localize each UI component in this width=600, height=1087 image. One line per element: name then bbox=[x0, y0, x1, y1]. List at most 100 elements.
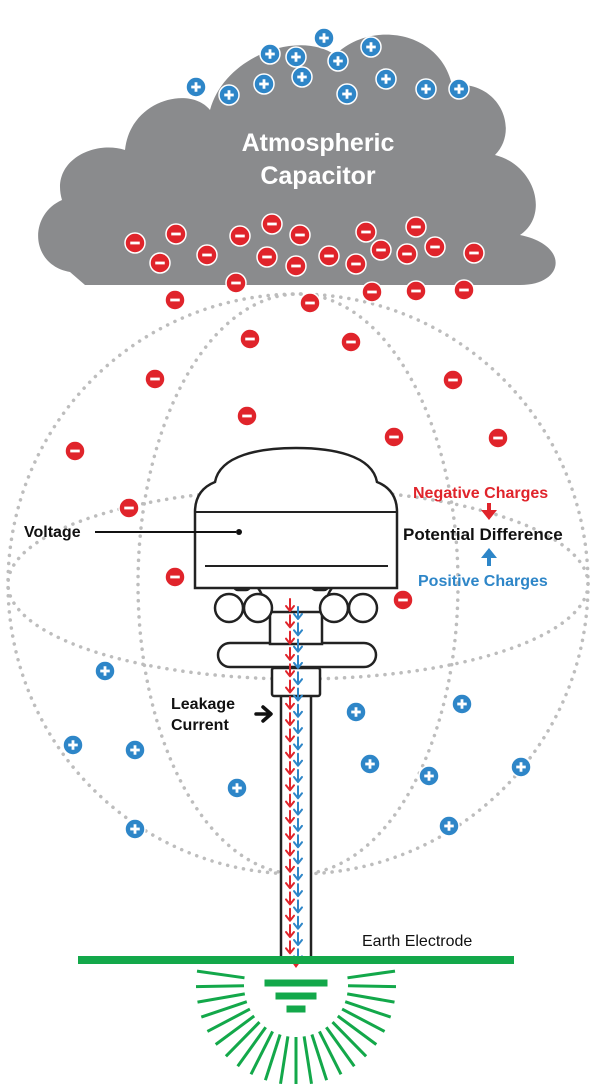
arrow-down-icon bbox=[285, 712, 295, 727]
earth-ray bbox=[195, 984, 245, 989]
positive-charge bbox=[336, 83, 358, 105]
voltage-label: Voltage bbox=[24, 524, 81, 541]
negative-charge bbox=[396, 243, 418, 265]
positive-charge bbox=[62, 734, 84, 756]
positive-charge bbox=[185, 76, 207, 98]
arrow-down-icon bbox=[293, 785, 303, 800]
arrow-down-icon bbox=[285, 858, 295, 873]
arrow-down-icon bbox=[293, 720, 303, 735]
negative-charge bbox=[165, 223, 187, 245]
labels: Voltage Negative Charges Potential Diffe… bbox=[24, 485, 563, 950]
leakage-label-line2: Current bbox=[171, 717, 229, 734]
arrow-down-icon bbox=[293, 606, 303, 620]
arrow-down-icon bbox=[285, 809, 295, 824]
arrow-down-icon bbox=[285, 598, 295, 612]
arrow-down-icon bbox=[293, 932, 303, 946]
earth-ray bbox=[236, 1026, 267, 1068]
positive-charge bbox=[451, 693, 473, 715]
earth-ray bbox=[214, 1014, 256, 1046]
arrow-down-icon bbox=[293, 687, 303, 702]
arrow-down-icon bbox=[293, 654, 303, 669]
negative-charge bbox=[318, 245, 340, 267]
negative-charge bbox=[370, 239, 392, 261]
arrow-up-icon bbox=[481, 548, 497, 566]
earth-ray bbox=[224, 1021, 261, 1058]
positive-charge bbox=[345, 701, 367, 723]
earth-ray bbox=[249, 1030, 274, 1075]
earth-electrode bbox=[78, 956, 514, 1085]
arrow-down-icon bbox=[293, 752, 303, 767]
ionizer-ball-left-outer bbox=[213, 592, 245, 624]
negative-charge bbox=[345, 253, 367, 275]
positive-charge bbox=[438, 815, 460, 837]
arrow-down-icon bbox=[293, 866, 303, 881]
positive-charge bbox=[359, 753, 381, 775]
arrow-down-icon bbox=[293, 622, 303, 637]
earth-ray bbox=[341, 1007, 386, 1033]
negative-charge bbox=[64, 440, 86, 462]
negative-charge bbox=[225, 272, 247, 294]
earth-ray bbox=[347, 984, 397, 989]
negative-charge bbox=[355, 221, 377, 243]
arrow-down-icon bbox=[285, 614, 295, 629]
positive-charge bbox=[285, 46, 307, 68]
earth-ray bbox=[206, 1007, 251, 1033]
earth-ray bbox=[302, 1036, 313, 1085]
positive-charge bbox=[510, 756, 532, 778]
earth-ray bbox=[347, 969, 396, 980]
arrow-right-icon bbox=[254, 705, 273, 723]
rod-shaft bbox=[279, 693, 313, 962]
negative-charge bbox=[149, 252, 171, 274]
arrow-down-icon bbox=[285, 728, 295, 743]
positive-charge bbox=[448, 78, 470, 100]
negative-charge bbox=[124, 232, 146, 254]
earth-rays bbox=[195, 969, 397, 1085]
negative-charge bbox=[236, 405, 258, 427]
positive-charge bbox=[375, 68, 397, 90]
negative-charge bbox=[289, 224, 311, 246]
arrow-down-icon bbox=[285, 695, 295, 710]
arrow-down-icon bbox=[285, 826, 295, 841]
ionizer-ball-left-inner bbox=[242, 592, 274, 624]
negative-charge bbox=[256, 246, 278, 268]
arrow-down-icon bbox=[285, 940, 295, 955]
voltage-dot bbox=[236, 529, 242, 535]
negative-charge bbox=[453, 279, 475, 301]
negative-charge bbox=[239, 328, 261, 350]
arrow-down-icon bbox=[293, 703, 303, 718]
arrow-down-icon bbox=[293, 834, 303, 849]
earth-line bbox=[78, 956, 514, 964]
arrow-down-icon bbox=[285, 679, 295, 694]
arrow-down-icon bbox=[285, 646, 295, 661]
earth-ray bbox=[336, 1014, 378, 1046]
positive-charge bbox=[327, 50, 349, 72]
ionizer-ball-right-outer bbox=[347, 592, 379, 624]
lightning-rod bbox=[193, 446, 399, 962]
earth-ray bbox=[325, 1026, 356, 1068]
negative-charge bbox=[392, 589, 414, 611]
earth-ray bbox=[197, 992, 246, 1004]
arrow-down-icon bbox=[285, 924, 295, 938]
negative-charge bbox=[405, 280, 427, 302]
arrow-down-icon bbox=[285, 777, 295, 792]
arrow-down-icon bbox=[293, 850, 303, 865]
earth-ray bbox=[310, 1034, 329, 1081]
negative-charge bbox=[164, 289, 186, 311]
arrow-down-icon bbox=[293, 769, 303, 783]
negative-charge bbox=[424, 236, 446, 258]
leakage-label-line1: Leakage bbox=[171, 696, 235, 713]
negative-charge bbox=[285, 255, 307, 277]
negative-charge bbox=[340, 331, 362, 353]
negative-charge bbox=[261, 213, 283, 235]
earth-ray bbox=[346, 992, 395, 1004]
arrow-down-icon bbox=[285, 793, 295, 808]
earth-ray bbox=[263, 1034, 282, 1081]
negative-charge bbox=[361, 281, 383, 303]
arrow-down-icon bbox=[285, 842, 295, 857]
sphere-meridian bbox=[136, 292, 460, 876]
negative-charge bbox=[164, 566, 186, 588]
positive-charge bbox=[313, 27, 335, 49]
arrow-down-icon bbox=[293, 638, 303, 653]
potential-difference-label: Potential Difference bbox=[403, 525, 563, 544]
